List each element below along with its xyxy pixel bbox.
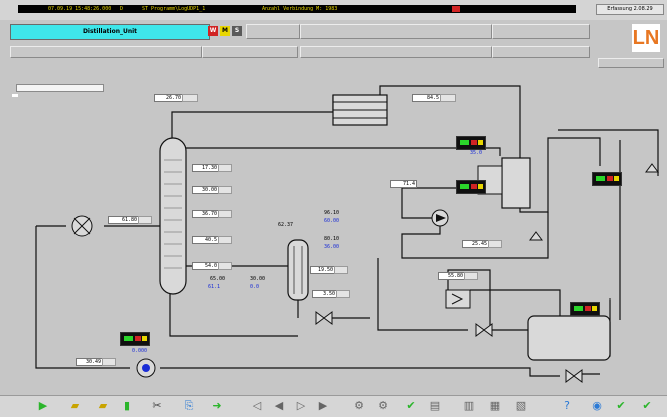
user-icon[interactable]: ◉ [592,399,602,412]
tag [440,94,456,102]
open-icon[interactable]: ▰ [98,399,108,412]
toolbar-tile[interactable] [300,24,492,39]
controller-faceplate[interactable] [570,302,600,316]
header-field [16,84,104,92]
connection-text: Anzahl Verbindung M: 1983 [262,6,338,12]
value-bottom-left: 3.50 [312,290,337,298]
value-bottom-feed: 30.49 [76,358,103,366]
copy-icon[interactable]: ⎘ [184,399,194,412]
status-square-s[interactable]: S [232,26,242,36]
value-pump-in: 71.4 [390,180,417,188]
status-square-m[interactable]: M [220,26,230,36]
tag [336,290,350,298]
tag [218,186,232,194]
ok-icon[interactable]: ✔ [406,399,416,412]
blue-value-6: 0.000 [132,348,148,354]
value-tray-4: 40.5 [192,236,219,244]
value-feed: 61.80 [108,216,139,224]
nav-icon[interactable]: ◀ [274,399,284,412]
tag [218,236,232,244]
toolbar-tile[interactable] [10,46,202,58]
exit-icon[interactable]: ✔ [642,399,652,412]
blue-value-3: 61.1 [208,284,221,290]
help-icon[interactable]: ? [564,399,570,412]
tag [218,210,232,218]
tag [218,164,232,172]
controller-faceplate[interactable] [592,172,622,186]
value-tray-5: 54.0 [192,262,219,270]
doc-icon[interactable]: ▮ [123,399,131,412]
bottom-toolbar [0,395,667,417]
status-strip [18,5,576,13]
label-side-2: 80.10 [324,236,340,242]
nav-icon[interactable]: ▷ [296,399,306,412]
check-icon[interactable]: ✔ [616,399,626,412]
value-tray-2: 30.00 [192,186,219,194]
value-tray-3: 36.70 [192,210,219,218]
tag [218,262,232,270]
controller-faceplate[interactable] [456,136,486,150]
toolbar-tile[interactable] [202,46,298,58]
tool-icon[interactable]: ▥ [463,399,475,412]
value-tray-1: 17.30 [192,164,219,172]
value-reflux-drum: 84.5 [412,94,441,102]
label-reboil-2: 30.00 [250,276,266,282]
company-logo: LN [632,24,660,52]
value-hx-mid: 55.80 [438,272,465,280]
label-reboil-1: 65.00 [210,276,226,282]
blue-value-5: 35.0 [470,150,483,156]
status-seg: D [120,6,124,12]
tag [334,266,348,274]
folder-icon[interactable]: ▰ [70,399,80,412]
toolbar-tile[interactable] [598,58,664,68]
nav-icon[interactable]: ▶ [318,399,328,412]
tag [182,94,198,102]
label-side-1: 96.10 [324,210,340,216]
top-status-bar: 07.09.19 15:48:26.000 D ST Programm\LogU… [0,0,667,20]
controller-faceplate[interactable] [456,180,486,194]
toolbar-tile[interactable] [492,24,590,39]
value-side-3: 19.50 [310,266,335,274]
system-time-box: Erfassung 2.08.29 [596,4,664,15]
tag [138,216,152,224]
toolbar-tile[interactable] [300,46,492,58]
distillation-column [159,137,187,295]
datetime-text: 07.09.19 15:48:26.000 [48,6,112,12]
blue-value-2: 36.00 [324,244,340,250]
toolbar-tile[interactable] [492,46,590,58]
cut-icon[interactable]: ✂ [152,399,162,412]
unit-title-bar[interactable]: Distillation_Unit [10,24,210,40]
toolbar-tile[interactable] [246,24,300,39]
play-icon[interactable]: ▶ [38,399,48,412]
value-column-top: 26.70 [154,94,183,102]
blue-value-4: 0.0 [250,284,260,290]
program-text: ST Programm\LogUDP1_1 [142,6,206,12]
tool-icon[interactable]: ⚙ [378,399,388,412]
value-cond-out: 25.45 [462,240,489,248]
tool-icon[interactable]: ▦ [489,399,501,412]
tool-icon[interactable]: ▧ [515,399,527,412]
alarm-indicator[interactable] [452,6,460,12]
tag [488,240,502,248]
tool-icon[interactable]: ⚙ [354,399,364,412]
label-cond-left: 62.37 [278,222,294,228]
marker [12,94,18,97]
tool-icon[interactable]: ▤ [429,399,441,412]
status-square-w[interactable]: W [208,26,218,36]
tag [102,358,116,366]
nav-icon[interactable]: ◁ [252,399,262,412]
tag [464,272,478,280]
controller-faceplate[interactable] [120,332,150,346]
arrow-icon[interactable]: ➜ [212,399,222,412]
blue-value-1: 60.00 [324,218,340,224]
